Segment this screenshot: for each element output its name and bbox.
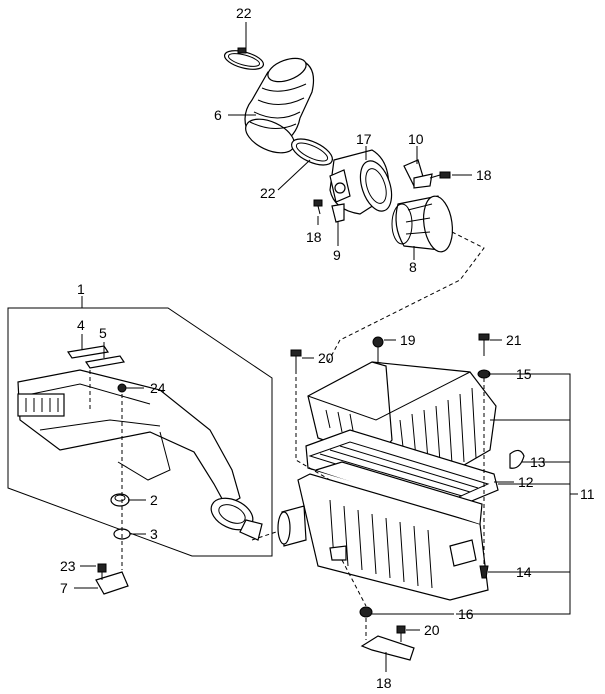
callout-8: 8 (409, 259, 417, 275)
callout-26: 24 (150, 380, 166, 396)
bolt-18-upper (429, 171, 451, 179)
callout-22-right: 21 (506, 332, 522, 348)
callout-10: 10 (408, 131, 424, 147)
callout-15: 15 (516, 366, 532, 382)
callout-7: 7 (60, 580, 68, 596)
fasteners (290, 333, 491, 618)
seal-strips (66, 345, 126, 369)
filter-element-12 (305, 429, 499, 511)
callout-22-left: 20 (318, 350, 334, 366)
air-duct (17, 369, 263, 541)
sensor-clip-9 (331, 203, 345, 223)
callout-11: 11 (580, 486, 595, 502)
leader-lines (74, 22, 578, 672)
callout-4: 4 (77, 317, 85, 333)
callout-25: 23 (60, 558, 76, 574)
callout-13: 13 (530, 454, 546, 470)
callout-20: 19 (400, 332, 416, 348)
callout-16: 16 (458, 606, 474, 622)
filter-element-8 (391, 195, 454, 253)
body-bracket-19 (360, 625, 415, 661)
intake-hose-assembly (223, 47, 333, 166)
callout-2: 2 (150, 492, 158, 508)
duct-bracket-7 (95, 563, 129, 595)
callout-18-lower: 18 (306, 229, 322, 245)
callout-5: 5 (99, 325, 107, 341)
bolt-18-lower (313, 199, 323, 215)
callout-19: 18 (376, 675, 392, 691)
air-cleaner-body (277, 461, 489, 601)
callout-24: 22 (260, 185, 276, 201)
air-flow-sensor (329, 149, 393, 215)
duct-assembly-frame (7, 307, 273, 557)
callout-17: 17 (356, 131, 372, 147)
callout-9: 9 (333, 247, 341, 263)
callout-labels: 22 6 22 17 10 18 18 9 8 1 4 5 24 2 3 23 … (60, 5, 595, 691)
callout-14: 14 (516, 564, 532, 580)
sensor-bracket (403, 159, 433, 189)
clip-13 (509, 449, 525, 469)
callout-23: 22 (236, 5, 252, 21)
callout-3: 3 (150, 526, 158, 542)
callout-1: 1 (77, 281, 85, 297)
callout-21: 20 (424, 622, 440, 638)
callout-18-upper: 18 (476, 167, 492, 183)
callout-6: 6 (214, 107, 222, 123)
callout-12: 12 (518, 474, 534, 490)
